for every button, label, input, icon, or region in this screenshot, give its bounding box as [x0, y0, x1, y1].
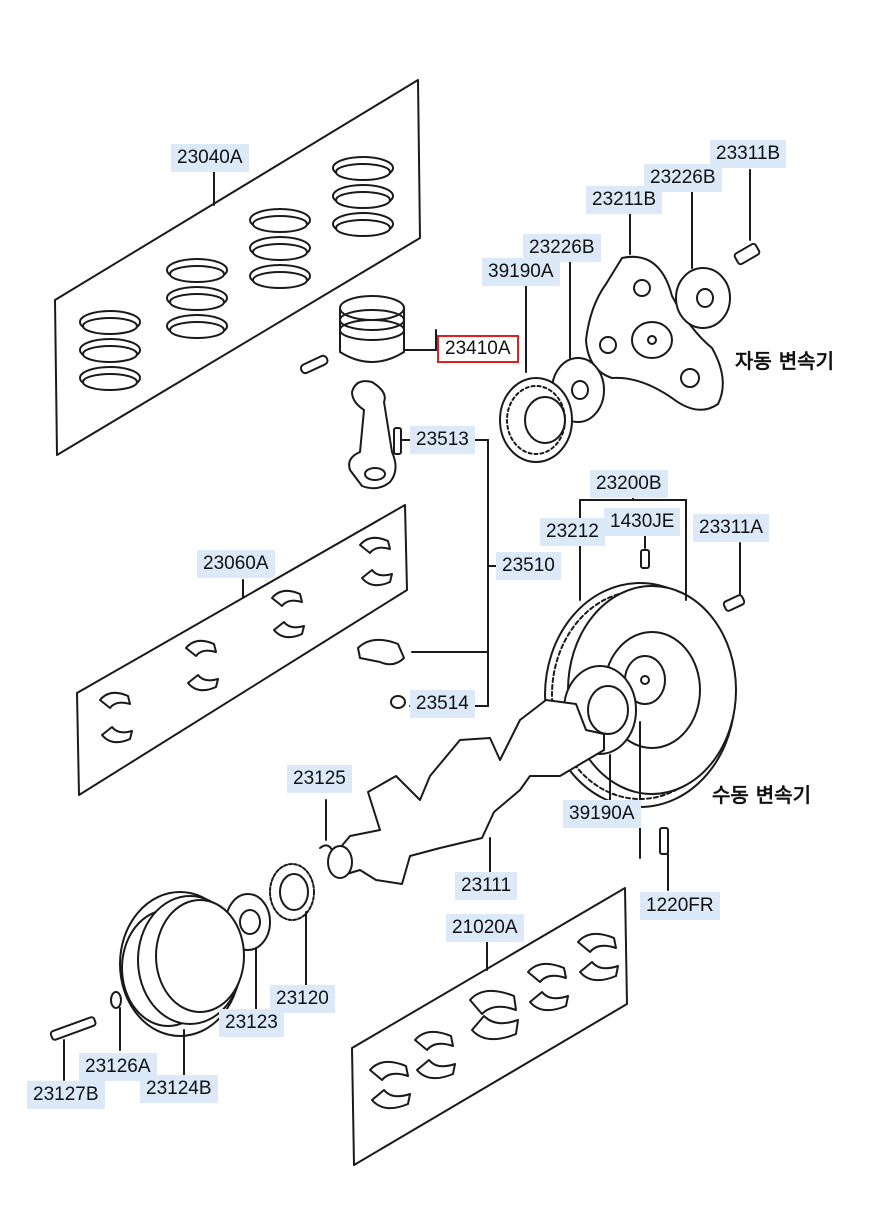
part-label-23513[interactable]: 23513: [410, 426, 475, 454]
bolt-23311B: [733, 169, 761, 266]
part-label-23125[interactable]: 23125: [287, 765, 352, 793]
rod-bearing-shells: [99, 536, 406, 744]
part-label-23212[interactable]: 23212: [540, 518, 605, 546]
part-label-23120[interactable]: 23120: [270, 985, 335, 1013]
piston-ring-set-2: [166, 258, 228, 339]
part-label-21020A[interactable]: 21020A: [446, 914, 524, 942]
manual-transmission-caption: 수동 변속기: [712, 783, 811, 807]
pulley-bolt: [49, 991, 122, 1081]
part-label-1220FR[interactable]: 1220FR: [640, 892, 720, 920]
rod-bearing-panel: [76, 504, 408, 796]
bolt-1220FR: [639, 721, 669, 891]
part-label-23514[interactable]: 23514: [410, 690, 475, 718]
part-label-23211B[interactable]: 23211B: [586, 186, 663, 214]
part-label-39190A-top[interactable]: 39190A: [482, 258, 560, 286]
part-label-23226B[interactable]: 23226B: [523, 234, 601, 262]
drive-plate: [585, 212, 724, 411]
adapter-plate-23226B: [675, 189, 731, 329]
part-label-23311A[interactable]: 23311A: [693, 514, 770, 542]
part-label-23410A[interactable]: 23410A: [437, 335, 519, 363]
part-label-23226B-top[interactable]: 23226B: [644, 164, 722, 192]
crankshaft: [327, 699, 605, 885]
part-label-23124B[interactable]: 23124B: [140, 1075, 218, 1103]
piston-ring-panel: [54, 79, 421, 456]
part-label-1430JE[interactable]: 1430JE: [604, 508, 681, 536]
part-label-39190A-bottom[interactable]: 39190A: [563, 800, 641, 828]
piston-ring-set-4: [332, 156, 394, 237]
crank-pulley: [119, 891, 245, 1079]
ring-gear-small: [499, 284, 573, 463]
connecting-rod: [348, 380, 501, 707]
main-bearing-shells: [369, 932, 619, 1110]
crank-sprocket: [269, 863, 315, 991]
part-label-23040A[interactable]: 23040A: [171, 144, 249, 172]
automatic-transmission-caption: 자동 변속기: [735, 349, 834, 373]
piston-ring-set-1: [79, 310, 141, 391]
pin-1430JE: [640, 531, 650, 569]
woodruff-key: [319, 799, 333, 851]
part-label-23127B[interactable]: 23127B: [27, 1081, 105, 1109]
part-label-23510[interactable]: 23510: [496, 552, 561, 580]
part-label-23111[interactable]: 23111: [455, 872, 518, 900]
front-washer: [225, 893, 271, 1016]
part-label-23311B[interactable]: 23311B: [710, 140, 787, 168]
piston-ring-set-3: [249, 208, 311, 289]
part-label-23060A[interactable]: 23060A: [197, 550, 275, 578]
piston: [299, 295, 437, 375]
part-label-23126A[interactable]: 23126A: [79, 1053, 157, 1081]
part-label-23200B[interactable]: 23200B: [590, 470, 668, 498]
part-label-23123[interactable]: 23123: [219, 1009, 284, 1037]
bolt-23311A: [722, 542, 746, 612]
